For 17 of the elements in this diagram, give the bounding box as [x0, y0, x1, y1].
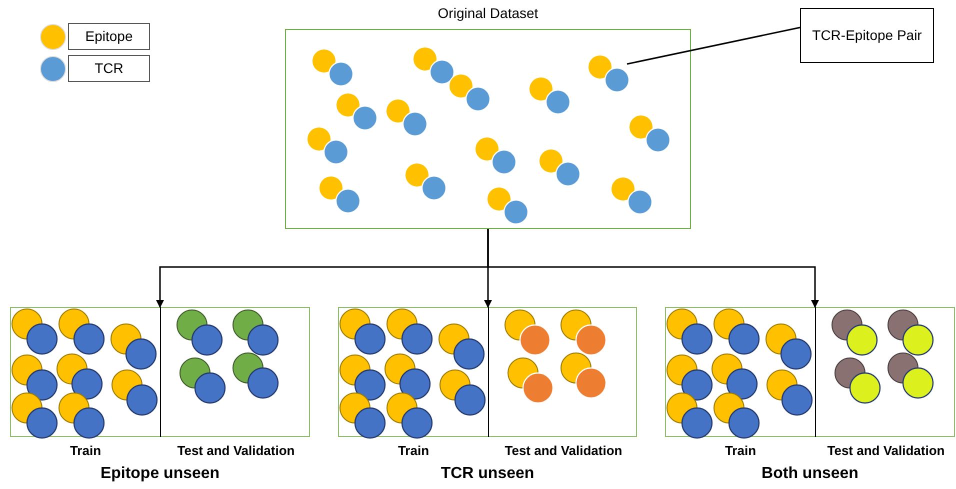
section-label: Test and Validation: [827, 442, 945, 460]
section-label: Train: [398, 442, 430, 460]
section-label: Test and Validation: [177, 442, 295, 460]
leader-line: [626, 26, 800, 65]
panel-title: Both unseen: [762, 464, 858, 484]
callout-text: TCR-Epitope Pair: [812, 26, 922, 45]
section-label: Train: [724, 442, 756, 460]
legend-label: TCR: [68, 55, 150, 82]
legend-label: Epitope: [68, 23, 150, 50]
panel-title: Epitope unseen: [100, 464, 220, 484]
arrow: [487, 229, 819, 308]
section-label: Test and Validation: [504, 442, 622, 460]
circle-pair-icon: [587, 54, 629, 92]
section-label: Train: [70, 442, 102, 460]
panel-title: TCR unseen: [440, 464, 534, 484]
callout-box: [800, 8, 934, 63]
box-title: Original Dataset: [438, 4, 538, 23]
